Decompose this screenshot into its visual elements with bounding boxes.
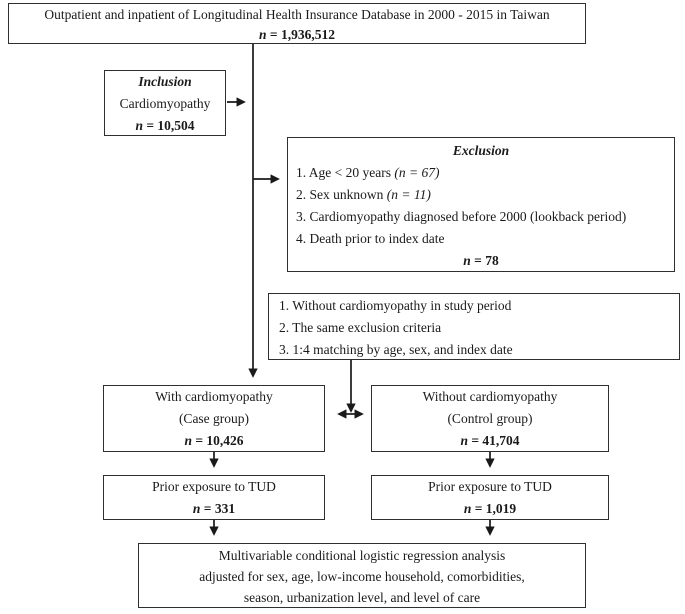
control-group-n: n = 41,704 bbox=[460, 433, 520, 448]
regression-line1: Multivariable conditional logistic regre… bbox=[218, 548, 506, 563]
inclusion-n: n = 10,504 bbox=[135, 118, 195, 133]
control-group-line1: Without cardiomyopathy bbox=[422, 389, 558, 404]
regression-line3: season, urbanization level, and level of… bbox=[243, 590, 481, 605]
case-group-box: With cardiomyopathy (Case group) n = 10,… bbox=[103, 385, 325, 452]
database-box: Outpatient and inpatient of Longitudinal… bbox=[8, 3, 586, 44]
exclusion-item-2: 2. Sex unknown (n = 11) bbox=[296, 187, 431, 202]
matching-item-2: 2. The same exclusion criteria bbox=[279, 320, 442, 335]
exclusion-box: Exclusion 1. Age < 20 years (n = 67) 2. … bbox=[287, 137, 675, 272]
case-tud-n: n = 331 bbox=[192, 501, 236, 516]
inclusion-text: Cardiomyopathy bbox=[119, 96, 211, 111]
exclusion-item-1: 1. Age < 20 years (n = 67) bbox=[296, 165, 440, 180]
control-tud-n: n = 1,019 bbox=[463, 501, 517, 516]
matching-criteria-box: 1. Without cardiomyopathy in study perio… bbox=[268, 293, 680, 360]
exclusion-item-4: 4. Death prior to index date bbox=[296, 231, 445, 246]
matching-item-3: 3. 1:4 matching by age, sex, and index d… bbox=[279, 342, 513, 357]
exclusion-title: Exclusion bbox=[452, 143, 510, 158]
case-tud-box: Prior exposure to TUD n = 331 bbox=[103, 475, 325, 520]
control-tud-line1: Prior exposure to TUD bbox=[428, 479, 552, 494]
case-group-n: n = 10,426 bbox=[184, 433, 244, 448]
case-group-line2: (Case group) bbox=[178, 411, 250, 426]
database-box-n: n = 1,936,512 bbox=[259, 27, 335, 42]
matching-item-1: 1. Without cardiomyopathy in study perio… bbox=[279, 298, 512, 313]
case-tud-line1: Prior exposure to TUD bbox=[152, 479, 276, 494]
exclusion-n: n = 78 bbox=[463, 253, 499, 268]
exclusion-items: 1. Age < 20 years (n = 67) 2. Sex unknow… bbox=[288, 162, 674, 250]
inclusion-box: Inclusion Cardiomyopathy n = 10,504 bbox=[104, 70, 226, 136]
case-group-line1: With cardiomyopathy bbox=[155, 389, 273, 404]
exclusion-item-3: 3. Cardiomyopathy diagnosed before 2000 … bbox=[296, 209, 627, 224]
database-box-text: Outpatient and inpatient of Longitudinal… bbox=[44, 7, 550, 22]
control-tud-box: Prior exposure to TUD n = 1,019 bbox=[371, 475, 609, 520]
regression-line2: adjusted for sex, age, low-income househ… bbox=[199, 569, 525, 584]
inclusion-title: Inclusion bbox=[138, 74, 192, 89]
control-group-box: Without cardiomyopathy (Control group) n… bbox=[371, 385, 609, 452]
control-group-line2: (Control group) bbox=[447, 411, 533, 426]
regression-box: Multivariable conditional logistic regre… bbox=[138, 543, 586, 608]
